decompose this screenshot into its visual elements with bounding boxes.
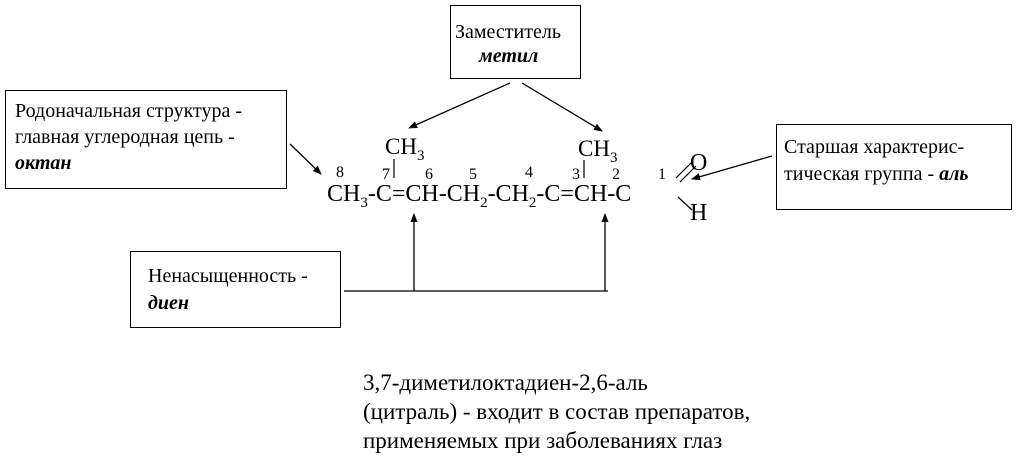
group-label-line1: Старшая характерис- bbox=[784, 136, 965, 158]
parent-name: октан bbox=[15, 152, 72, 174]
carbon-number-2: 2 bbox=[612, 166, 620, 183]
carbon-number-3: 3 bbox=[572, 166, 580, 183]
main-chain-formula: CH3-C=CH-CH2-CH2-C=CH-C bbox=[327, 181, 631, 211]
parent-label-line1: Родоначальная структура - bbox=[15, 100, 243, 122]
left-methyl-label: CH3 bbox=[385, 134, 424, 164]
carbon-number-7: 7 bbox=[382, 166, 390, 183]
unsaturation-box: Ненасыщенность - диен bbox=[130, 251, 341, 328]
group-label-line2: тическая группа - аль bbox=[784, 161, 1011, 188]
group-name: аль bbox=[939, 163, 969, 185]
arrow-to-main-chain bbox=[289, 143, 322, 175]
carbon-number-5: 5 bbox=[469, 166, 477, 183]
arrow-to-aldehyde bbox=[691, 155, 773, 181]
caption-line3: применяемых при заболеваниях глаз bbox=[363, 428, 723, 453]
group-label-text: тическая группа - bbox=[784, 163, 935, 185]
oxygen-atom: O bbox=[690, 150, 707, 176]
caption-line1: 3,7-диметилоктадиен-2,6-аль bbox=[363, 370, 648, 395]
right-methyl-label: CH3 bbox=[578, 136, 617, 166]
parent-label-line2: главная углеродная цепь - bbox=[15, 126, 235, 148]
carbon-number-8: 8 bbox=[336, 164, 344, 181]
bond-c-o-2 bbox=[679, 165, 697, 183]
carbon-number-4: 4 bbox=[525, 164, 533, 181]
bond-c-o-1 bbox=[675, 161, 693, 179]
substituent-name: метил bbox=[479, 45, 539, 67]
arrow-to-left-methyl bbox=[408, 82, 511, 129]
substituent-box: Заместитель метил bbox=[450, 5, 581, 79]
compound-caption: 3,7-диметилоктадиен-2,6-аль (цитраль) - … bbox=[363, 368, 750, 455]
unsaturation-label: Ненасыщенность - bbox=[148, 265, 308, 287]
characteristic-group-box: Старшая характерис- тическая группа - ал… bbox=[776, 124, 1012, 210]
carbon-number-1: 1 bbox=[658, 166, 666, 183]
carbon-number-6: 6 bbox=[425, 166, 433, 183]
caption-line2: (цитраль) - входит в состав препаратов, bbox=[363, 399, 751, 424]
bond-c-h bbox=[677, 196, 693, 211]
substituent-label: Заместитель bbox=[455, 21, 561, 43]
unsaturation-name: диен bbox=[148, 292, 190, 314]
arrow-to-right-methyl bbox=[521, 82, 603, 132]
parent-structure-box: Родоначальная структура - главная углеро… bbox=[5, 90, 287, 189]
hydrogen-atom: H bbox=[690, 200, 707, 226]
